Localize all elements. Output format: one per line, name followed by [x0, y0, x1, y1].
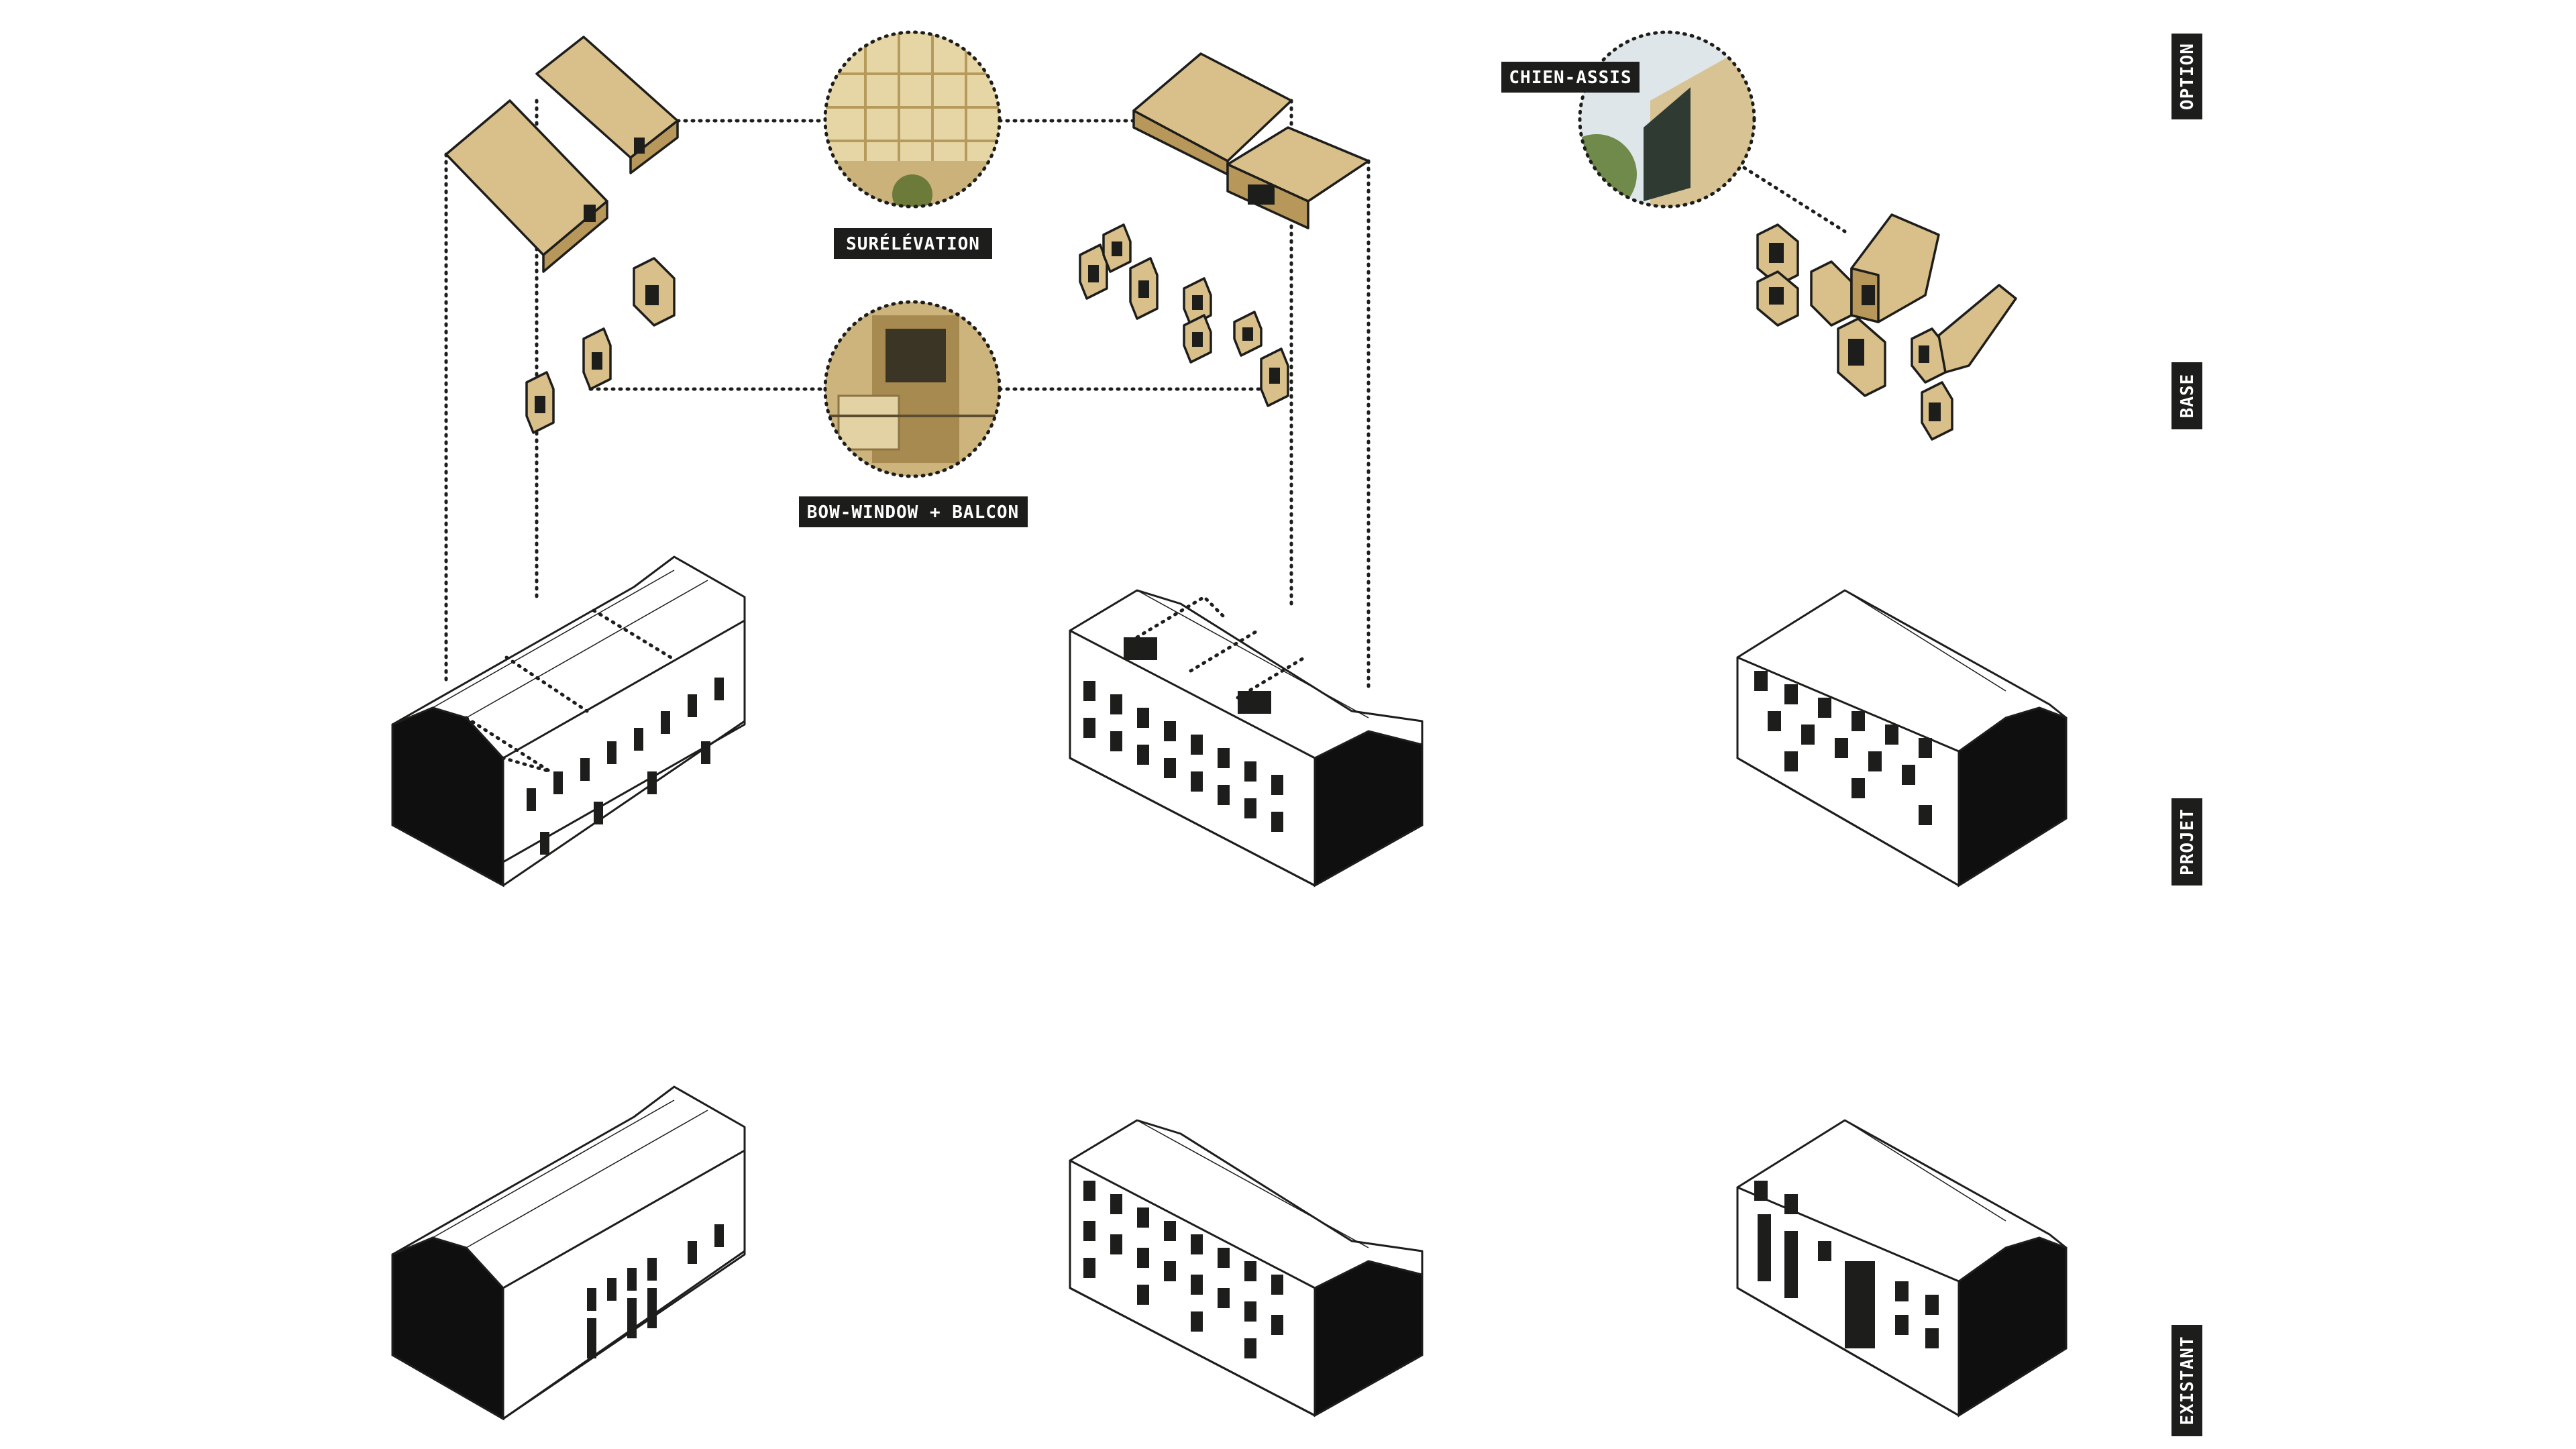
module-roof-left-1	[535, 36, 679, 174]
building-existant-2	[1069, 1119, 1424, 1417]
photo-bow-window	[823, 300, 1002, 478]
row-label-base: BASE	[2171, 362, 2202, 429]
module-roof-right-1	[1132, 52, 1293, 176]
photo-surelevation	[823, 30, 1002, 209]
label-surelevation-text: SURÉLÉVATION	[846, 233, 980, 254]
label-bow-window-balcon: BOW-WINDOW + BALCON	[799, 496, 1028, 527]
row-label-projet: PROJET	[2171, 798, 2202, 885]
building-projet-3	[1736, 589, 2068, 888]
label-bow-window-balcon-text: BOW-WINDOW + BALCON	[807, 502, 1019, 523]
row-label-option-text: OPTION	[2178, 43, 2198, 110]
building-projet-2	[1069, 589, 1424, 888]
row-label-projet-text: PROJET	[2178, 808, 2198, 875]
module-bow-right-group	[1079, 223, 1289, 407]
row-label-option: OPTION	[2171, 34, 2202, 119]
module-bow-left	[633, 257, 676, 327]
module-balcony-left-1	[582, 327, 612, 390]
module-roof-left-2	[445, 99, 608, 273]
building-projet-1	[391, 555, 746, 888]
row-label-base-text: BASE	[2178, 374, 2198, 419]
row-label-existant: EXISTANT	[2171, 1325, 2202, 1436]
label-surelevation: SURÉLÉVATION	[834, 228, 992, 259]
photo-chien-assis	[1578, 30, 1756, 209]
building-existant-3	[1736, 1119, 2068, 1417]
module-balcony-left-2	[525, 371, 555, 434]
label-chien-assis: CHIEN-ASSIS	[1501, 62, 1640, 93]
building-existant-1	[391, 1085, 746, 1421]
row-label-existant-text: EXISTANT	[2178, 1336, 2198, 1425]
module-chien-assis-group	[1756, 213, 2017, 441]
label-chien-assis-text: CHIEN-ASSIS	[1509, 68, 1631, 88]
module-roof-right-2	[1226, 126, 1370, 229]
